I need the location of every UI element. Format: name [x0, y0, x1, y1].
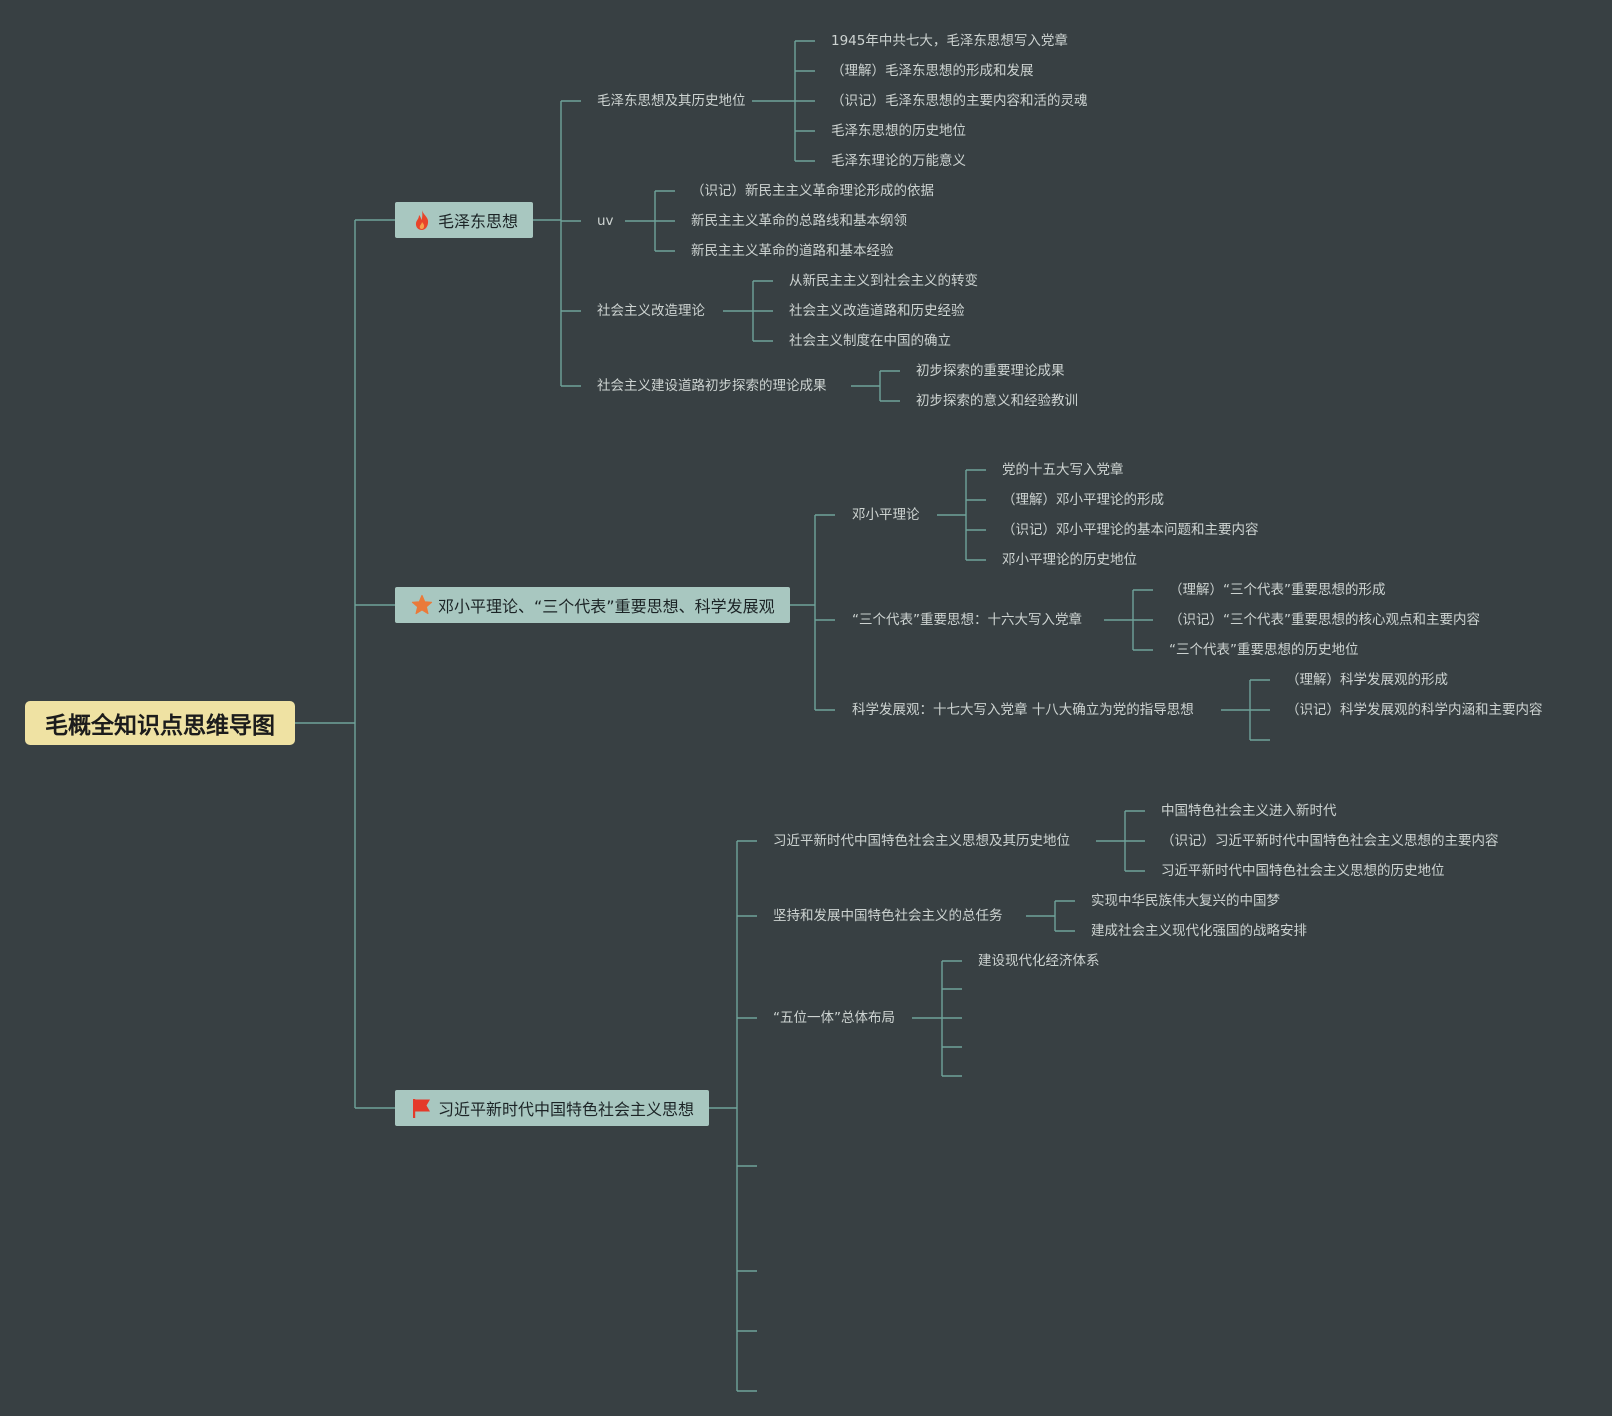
subtopic[interactable]: “五位一体”总体布局: [773, 1010, 895, 1026]
leaf-topic[interactable]: 新民主主义革命的道路和基本经验: [691, 243, 894, 259]
leaf-topic[interactable]: （理解）科学发展观的形成: [1286, 672, 1448, 688]
leaf-topic[interactable]: “三个代表”重要思想的历史地位: [1169, 642, 1359, 658]
subtopic[interactable]: 邓小平理论: [852, 507, 920, 523]
leaf-topic[interactable]: （理解）“三个代表”重要思想的形成: [1169, 582, 1386, 598]
leaf-topic[interactable]: 初步探索的意义和经验教训: [916, 393, 1078, 409]
branch-deng-three-represents-scientific-outlook[interactable]: 邓小平理论、“三个代表”重要思想、科学发展观: [395, 587, 790, 623]
leaf-topic[interactable]: （识记）习近平新时代中国特色社会主义思想的主要内容: [1161, 833, 1499, 849]
subtopic[interactable]: 社会主义改造理论: [597, 303, 705, 319]
flag-icon: [411, 1097, 433, 1119]
leaf-topic[interactable]: 毛泽东思想的历史地位: [831, 123, 966, 139]
subtopic[interactable]: 毛泽东思想及其历史地位: [597, 93, 746, 109]
leaf-topic[interactable]: 党的十五大写入党章: [1002, 462, 1124, 478]
leaf-topic[interactable]: 实现中华民族伟大复兴的中国梦: [1091, 893, 1280, 909]
leaf-topic[interactable]: （识记）新民主主义革命理论形成的依据: [691, 183, 934, 199]
subtopic[interactable]: 习近平新时代中国特色社会主义思想及其历史地位: [773, 833, 1070, 849]
branch-label: 邓小平理论、“三个代表”重要思想、科学发展观: [438, 597, 775, 616]
subtopic[interactable]: uv: [597, 213, 614, 229]
leaf-topic[interactable]: 1945年中共七大，毛泽东思想写入党章: [831, 33, 1068, 49]
leaf-topic[interactable]: 中国特色社会主义进入新时代: [1161, 803, 1337, 819]
leaf-topic[interactable]: 从新民主主义到社会主义的转变: [789, 273, 978, 289]
leaf-topic[interactable]: 毛泽东理论的万能意义: [831, 153, 966, 169]
branch-mao-zedong-thought[interactable]: 毛泽东思想: [395, 202, 534, 238]
leaf-topic[interactable]: 新民主主义革命的总路线和基本纲领: [691, 213, 907, 229]
fire-icon: [411, 209, 433, 231]
subtopic[interactable]: 坚持和发展中国特色社会主义的总任务: [773, 908, 1003, 924]
root-topic[interactable]: 毛概全知识点思维导图: [25, 701, 295, 745]
branch-label: 毛泽东思想: [438, 212, 519, 231]
leaf-topic[interactable]: （识记）“三个代表”重要思想的核心观点和主要内容: [1169, 612, 1480, 628]
leaf-topic[interactable]: 建成社会主义现代化强国的战略安排: [1091, 923, 1307, 939]
leaf-topic[interactable]: （理解）毛泽东思想的形成和发展: [831, 63, 1034, 79]
leaf-topic[interactable]: 邓小平理论的历史地位: [1002, 552, 1137, 568]
leaf-topic[interactable]: 建设现代化经济体系: [978, 953, 1100, 969]
leaf-topic[interactable]: （识记）科学发展观的科学内涵和主要内容: [1286, 702, 1543, 718]
star-icon: [411, 594, 433, 616]
branch-label: 习近平新时代中国特色社会主义思想: [438, 1100, 695, 1119]
leaf-topic[interactable]: 初步探索的重要理论成果: [916, 363, 1065, 379]
leaf-topic[interactable]: （理解）邓小平理论的形成: [1002, 492, 1164, 508]
subtopic[interactable]: 科学发展观：十七大写入党章 十八大确立为党的指导思想: [852, 702, 1194, 718]
subtopic[interactable]: “三个代表”重要思想：十六大写入党章: [852, 612, 1082, 628]
branch-xi-jinping-thought[interactable]: 习近平新时代中国特色社会主义思想: [395, 1090, 710, 1126]
subtopic[interactable]: 社会主义建设道路初步探索的理论成果: [597, 378, 827, 394]
leaf-topic[interactable]: 社会主义改造道路和历史经验: [789, 303, 965, 319]
leaf-topic[interactable]: 习近平新时代中国特色社会主义思想的历史地位: [1161, 863, 1445, 879]
leaf-topic[interactable]: （识记）毛泽东思想的主要内容和活的灵魂: [831, 93, 1088, 109]
leaf-topic[interactable]: 社会主义制度在中国的确立: [789, 333, 951, 349]
leaf-topic[interactable]: （识记）邓小平理论的基本问题和主要内容: [1002, 522, 1259, 538]
